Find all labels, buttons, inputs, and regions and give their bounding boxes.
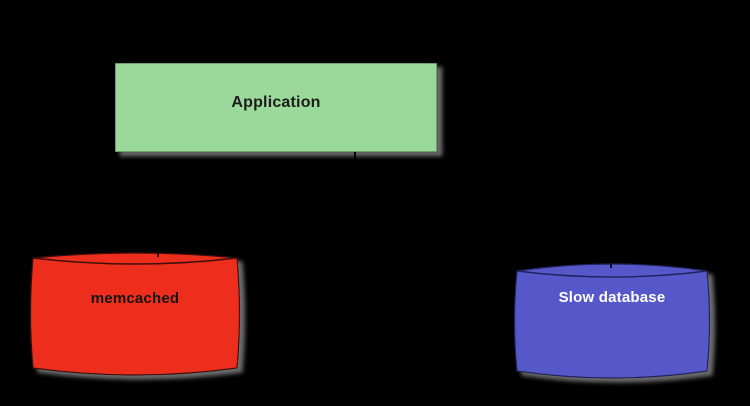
application-node-shape [114, 62, 438, 153]
memcached-node-shape [29, 252, 241, 376]
connector-application-to-memcached [157, 152, 356, 257]
memcached-cylinder-lip [32, 257, 238, 265]
slow-database-cylinder-lip [516, 270, 708, 278]
connector-application-to-slow-database [354, 152, 612, 268]
slow-database-node-shape [513, 263, 711, 379]
